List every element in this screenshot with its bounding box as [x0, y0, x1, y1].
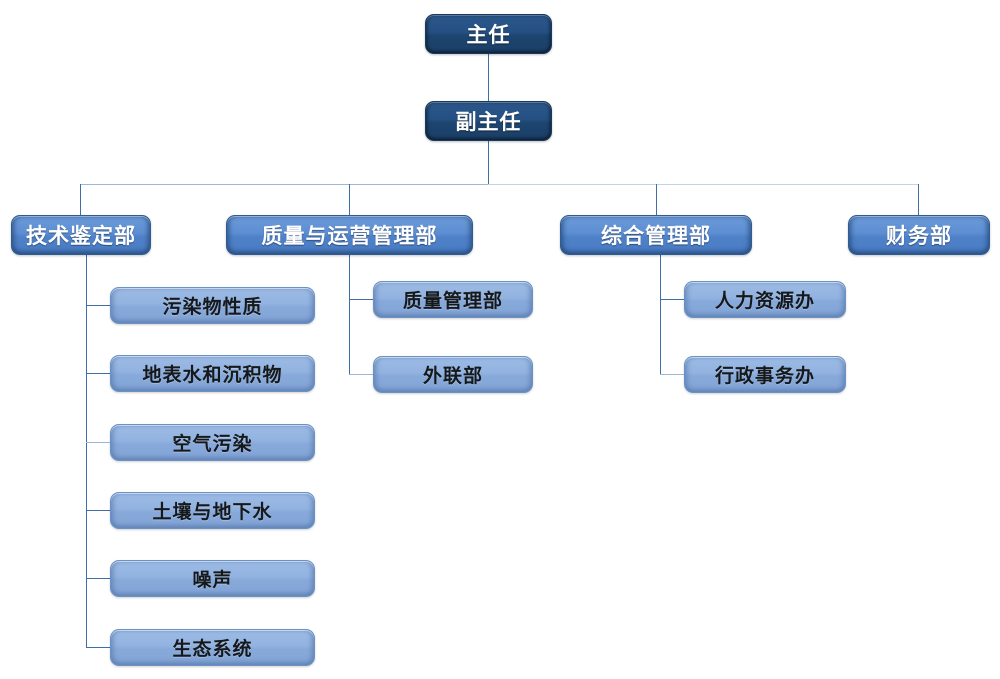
node-deputy-director-label: 副主任: [455, 110, 522, 134]
connector-branch-tech-5: [86, 578, 111, 579]
connector-drop-tech: [80, 184, 81, 215]
connector-trunk-general: [660, 255, 661, 375]
node-dept-general-management[interactable]: 综合管理部: [560, 215, 752, 255]
node-unit-air-pollution-label: 空气污染: [172, 433, 253, 455]
connector-branch-general-2: [660, 374, 685, 375]
connector-trunk-tech: [86, 255, 87, 647]
node-unit-ecosystem-label: 生态系统: [172, 638, 253, 660]
connector-director-to-deputy: [488, 53, 489, 102]
connector-trunk-quality: [349, 255, 350, 375]
connector-drop-finance: [918, 184, 919, 215]
node-unit-human-resources[interactable]: 人力资源办: [684, 281, 846, 318]
connector-drop-general: [656, 184, 657, 215]
connector-branch-general-1: [660, 299, 685, 300]
connector-branch-tech-6: [86, 647, 111, 648]
connector-branch-tech-2: [86, 373, 111, 374]
node-dept-technical-appraisal-label: 技术鉴定部: [26, 224, 136, 248]
node-dept-quality-operations-label: 质量与运营管理部: [261, 224, 438, 248]
node-unit-quality-management[interactable]: 质量管理部: [373, 281, 533, 318]
node-unit-administrative-affairs[interactable]: 行政事务办: [684, 356, 846, 393]
node-unit-pollutant-properties[interactable]: 污染物性质: [110, 287, 315, 324]
node-unit-surface-water-sediment-label: 地表水和沉积物: [142, 364, 283, 386]
node-deputy-director[interactable]: 副主任: [425, 101, 552, 141]
node-dept-technical-appraisal[interactable]: 技术鉴定部: [11, 215, 151, 255]
node-director-label: 主任: [466, 23, 511, 47]
connector-drop-quality: [349, 184, 350, 215]
node-unit-pollutant-properties-label: 污染物性质: [162, 296, 263, 318]
connector-department-bus-left: [80, 184, 488, 185]
node-dept-finance[interactable]: 财务部: [848, 215, 990, 255]
node-unit-soil-groundwater[interactable]: 土壤与地下水: [110, 492, 315, 529]
node-unit-soil-groundwater-label: 土壤与地下水: [152, 501, 273, 523]
node-unit-noise-label: 噪声: [192, 569, 233, 591]
connector-branch-quality-1: [349, 299, 374, 300]
connector-branch-tech-4: [86, 510, 111, 511]
node-dept-quality-operations[interactable]: 质量与运营管理部: [226, 215, 473, 255]
node-unit-air-pollution[interactable]: 空气污染: [110, 424, 315, 461]
connector-branch-tech-1: [86, 305, 111, 306]
node-dept-general-management-label: 综合管理部: [601, 224, 711, 248]
connector-deputy-down: [488, 141, 489, 184]
node-unit-administrative-affairs-label: 行政事务办: [714, 365, 815, 387]
node-unit-surface-water-sediment[interactable]: 地表水和沉积物: [110, 355, 315, 392]
node-unit-ecosystem[interactable]: 生态系统: [110, 629, 315, 666]
connector-branch-tech-3: [86, 442, 111, 443]
node-director[interactable]: 主任: [425, 14, 552, 54]
node-unit-external-liaison-label: 外联部: [422, 365, 483, 387]
node-unit-external-liaison[interactable]: 外联部: [373, 356, 533, 393]
node-unit-quality-management-label: 质量管理部: [402, 290, 503, 312]
connector-branch-quality-2: [349, 374, 374, 375]
connector-department-bus-right: [488, 184, 918, 185]
node-dept-finance-label: 财务部: [886, 224, 952, 248]
node-unit-noise[interactable]: 噪声: [110, 560, 315, 597]
node-unit-human-resources-label: 人力资源办: [714, 290, 815, 312]
